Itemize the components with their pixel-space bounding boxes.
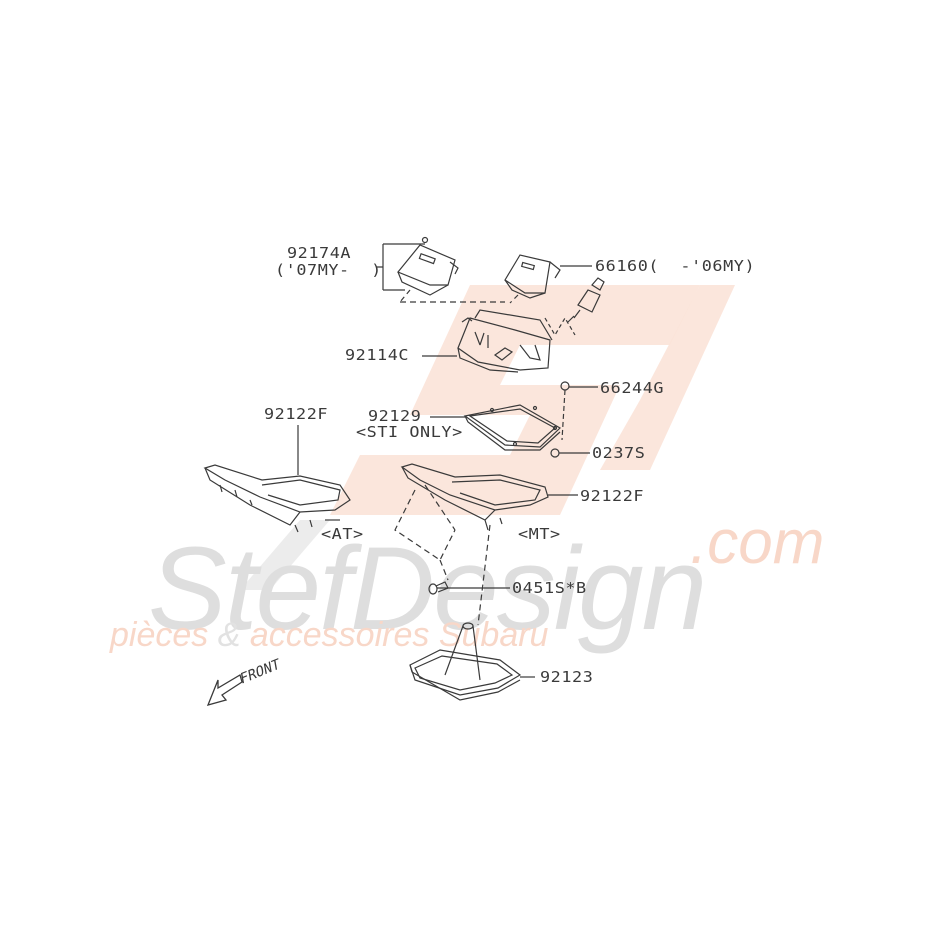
callout-0237S: 0237S [592, 444, 646, 462]
callout-92129: 92129 [368, 407, 422, 425]
console-panel-at-icon [203, 425, 351, 533]
shift-indicator-housing-icon [422, 309, 553, 373]
callout-92174A-note: ('07MY- ) [275, 261, 382, 279]
sti-frame-icon [430, 404, 561, 451]
callout-92114C: 92114C [345, 346, 410, 364]
callout-92123: 92123 [540, 668, 594, 686]
tagline-part2: accessoires Subaru [240, 616, 549, 654]
watermark-tagline: pièces & accessoires Subaru [110, 618, 548, 652]
callout-92174A: 92174A [287, 244, 352, 262]
indicator-panel-06my-icon [504, 254, 592, 304]
shift-boot-icon [409, 622, 535, 701]
callout-92122F-at: 92122F [264, 405, 329, 423]
tagline-ampersand: & [217, 616, 241, 654]
arrow-front-icon [206, 674, 243, 706]
tagline-part1: pièces [110, 616, 218, 654]
console-panel-mt-icon [394, 463, 578, 626]
watermark-domain: .com [690, 508, 825, 577]
bulb-socket-icon [544, 277, 605, 337]
callout-92122F-mt: 92122F [580, 487, 645, 505]
callout-mt-note: <MT> [518, 525, 561, 543]
screw-66244g-icon [560, 381, 598, 441]
callout-92129-note: <STI ONLY> [356, 423, 463, 441]
callout-0451S: 0451S*B [512, 579, 587, 597]
watermark-brand: StefDesign [148, 523, 707, 655]
callout-66160: 66160( -'06MY) [595, 257, 756, 275]
bolt-0451s-icon [428, 581, 510, 595]
callout-66244G: 66244G [600, 379, 665, 397]
callout-at-note: <AT> [321, 525, 364, 543]
indicator-cover-07my-icon [376, 236, 505, 303]
nut-0237s-icon [550, 448, 590, 458]
